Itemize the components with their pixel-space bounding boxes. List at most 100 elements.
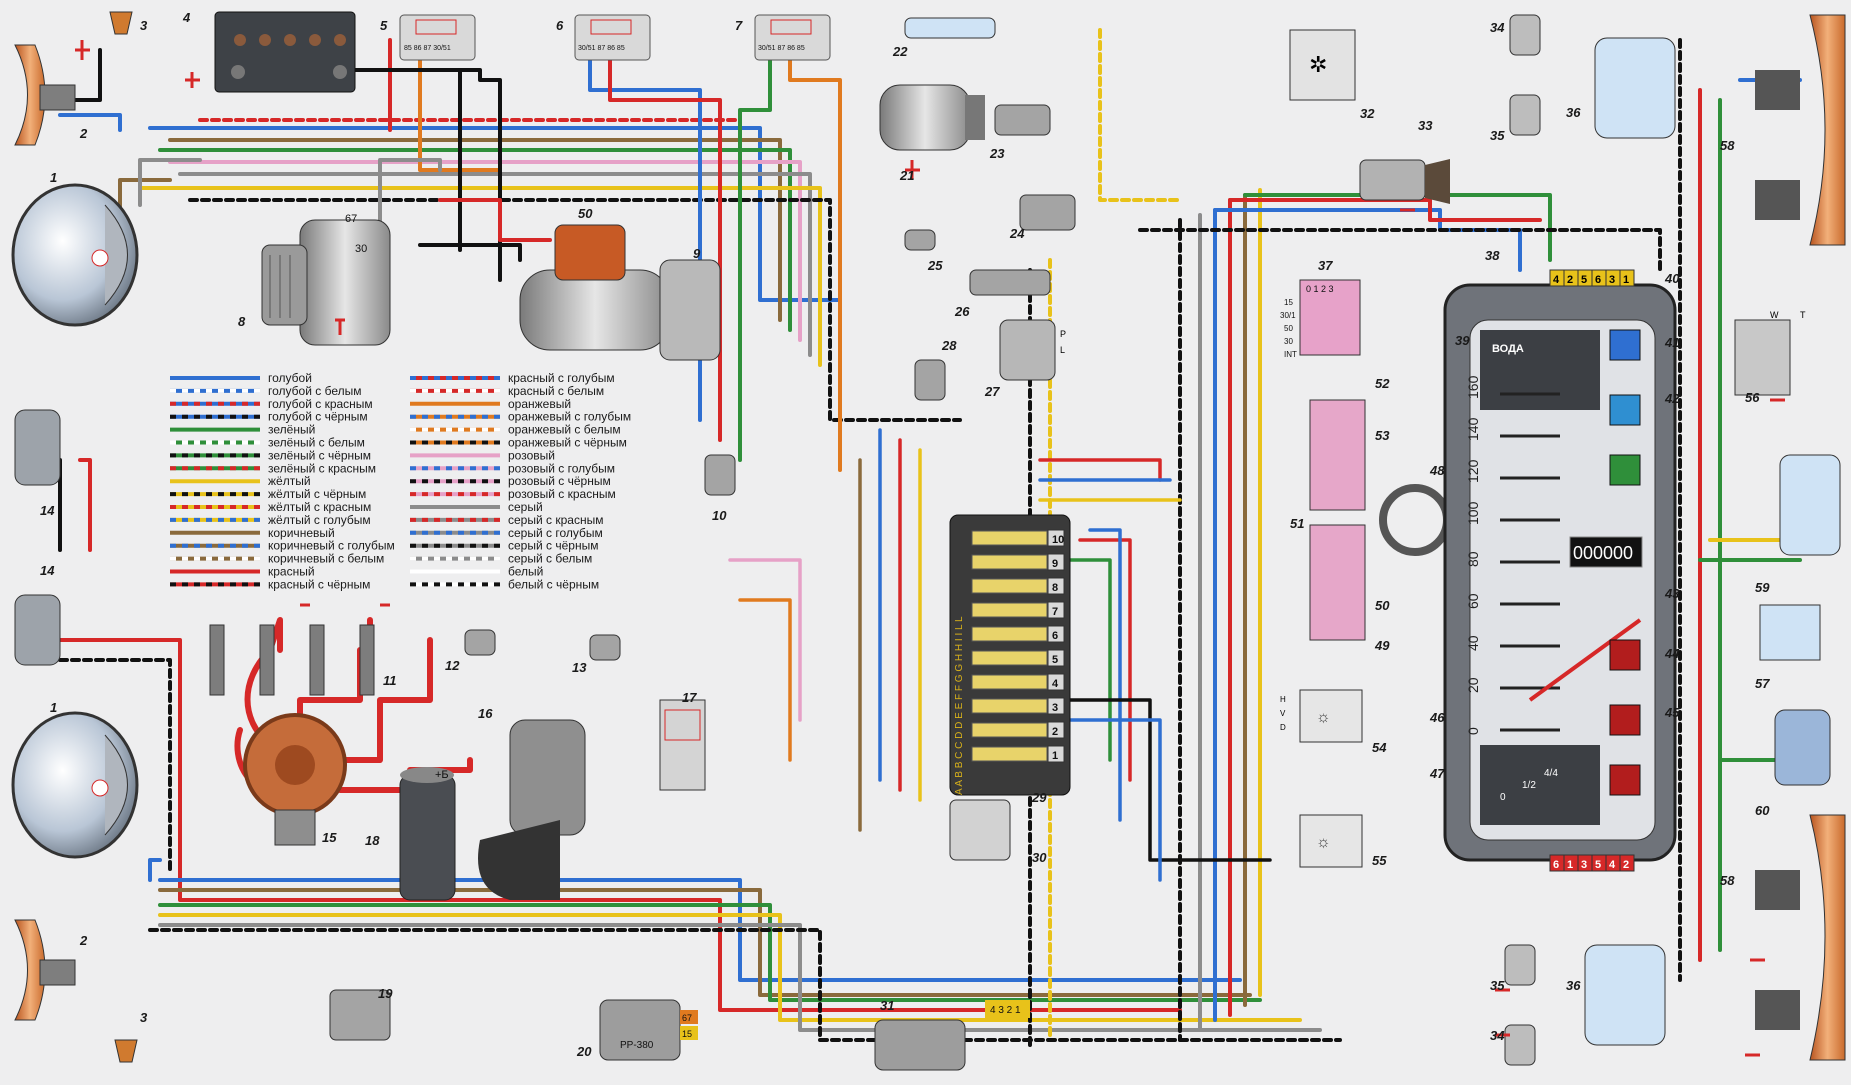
legend-item: розовый с чёрным bbox=[410, 474, 611, 488]
door-switches bbox=[1504, 14, 1541, 1066]
connector-pin-label: 1 bbox=[1567, 859, 1573, 871]
interior-lamp-lower bbox=[1584, 944, 1666, 1046]
svg-text:15: 15 bbox=[682, 1029, 692, 1039]
callout-25: 25 bbox=[927, 258, 943, 273]
svg-text:67: 67 bbox=[682, 1013, 692, 1023]
legend-item: серый с чёрным bbox=[410, 539, 598, 553]
speed-tick-label: 80 bbox=[1465, 551, 1481, 567]
callout-55: 55 bbox=[1372, 853, 1387, 868]
legend-item: коричневый с голубым bbox=[170, 539, 395, 553]
callout-43: 43 bbox=[1664, 586, 1680, 601]
svg-text:30: 30 bbox=[1284, 337, 1293, 346]
connector-pin-label: 3 bbox=[1581, 859, 1587, 871]
water-gauge-label: ВОДА bbox=[1492, 343, 1524, 355]
callout-11: 11 bbox=[383, 673, 397, 688]
callout-14-upper: 14 bbox=[40, 503, 55, 518]
legend-item: белый с чёрным bbox=[410, 577, 599, 591]
svg-text:L: L bbox=[1060, 345, 1065, 355]
legend-label: красный с чёрным bbox=[268, 577, 370, 591]
legend-label: оранжевый с чёрным bbox=[508, 436, 627, 450]
legend-item: голубой с красным bbox=[170, 397, 373, 411]
fuse-number: 6 bbox=[1052, 630, 1058, 642]
svg-text:H: H bbox=[1280, 695, 1286, 704]
headlight-left-upper bbox=[11, 183, 139, 327]
callout-9: 9 bbox=[693, 246, 701, 261]
legend-label: серый с чёрным bbox=[508, 539, 598, 553]
fuse-number-box bbox=[1047, 745, 1065, 763]
legend-item: белый bbox=[410, 565, 543, 579]
svg-text:INT: INT bbox=[1284, 350, 1297, 359]
callout-14-lower: 14 bbox=[40, 563, 55, 578]
fuse-box: A A B B C C D D E E F F G G H H I I L L … bbox=[949, 514, 1071, 796]
legend-label: жёлтый с чёрным bbox=[268, 487, 366, 501]
legend-label: жёлтый bbox=[268, 474, 311, 488]
fuse-number: 10 bbox=[1052, 534, 1064, 546]
stop-switch: W T bbox=[1734, 310, 1806, 396]
callout-47: 47 bbox=[1429, 766, 1445, 781]
callout-1-lower: 1 bbox=[50, 700, 57, 715]
callout-41: 41 bbox=[1664, 335, 1679, 350]
connector-pin bbox=[1619, 854, 1635, 872]
relay-5: 85 86 87 30/51 bbox=[399, 14, 476, 61]
legend-item: красный с чёрным bbox=[170, 577, 370, 591]
legend-label: жёлтый с голубым bbox=[268, 513, 371, 527]
fuse-number-box bbox=[1047, 649, 1065, 667]
light-icon: ☼ bbox=[1316, 709, 1331, 726]
callout-58-bottom: 58 bbox=[1720, 873, 1735, 888]
relay-5-terminals: 85 86 87 30/51 bbox=[404, 45, 451, 52]
speed-tick-label: 160 bbox=[1465, 375, 1481, 399]
legend-label: красный с голубым bbox=[508, 371, 615, 385]
callout-32: 32 bbox=[1360, 106, 1375, 121]
speed-tick-label: 100 bbox=[1465, 501, 1481, 525]
legend-label: коричневый с белым bbox=[268, 552, 384, 566]
speed-tick-label: 40 bbox=[1465, 635, 1481, 651]
connector-pin-label: 4 bbox=[1609, 859, 1616, 871]
legend-item: зелёный bbox=[170, 423, 315, 437]
svg-text:P: P bbox=[1060, 329, 1066, 339]
fuse-number-box bbox=[1047, 601, 1065, 619]
callout-52: 52 bbox=[1375, 376, 1390, 391]
ignition-switch: 0 1 2 3 15 30/1 50 30 INT bbox=[1280, 279, 1361, 359]
fuse-number: 2 bbox=[1052, 726, 1058, 738]
fuse bbox=[971, 578, 1048, 594]
callout-51: 51 bbox=[1290, 516, 1304, 531]
legend-item: оранжевый bbox=[410, 397, 571, 411]
callout-39: 39 bbox=[1455, 333, 1470, 348]
callout-23: 23 bbox=[989, 146, 1005, 161]
fuse bbox=[971, 722, 1048, 738]
callout-30: 30 bbox=[1032, 850, 1047, 865]
callout-27: 27 bbox=[984, 384, 1000, 399]
fan-icon: ✲ bbox=[1309, 52, 1327, 77]
fuse-number-box bbox=[1047, 553, 1065, 571]
callout-44: 44 bbox=[1664, 646, 1680, 661]
connector-pin-label: 5 bbox=[1595, 859, 1601, 871]
legend-item: розовый bbox=[410, 448, 555, 462]
sensor-3-upper bbox=[109, 11, 133, 35]
speed-tick-label: 120 bbox=[1465, 459, 1481, 483]
speed-tick-label: 20 bbox=[1465, 677, 1481, 693]
callout-3-lower: 3 bbox=[140, 1010, 148, 1025]
legend-label: зелёный с белым bbox=[268, 436, 365, 450]
side-lamp-left-lower bbox=[14, 919, 76, 1021]
callout-34-bottom: 34 bbox=[1490, 1028, 1505, 1043]
fuse-number: 9 bbox=[1052, 558, 1058, 570]
legend-item: зелёный с белым bbox=[170, 436, 365, 450]
callout-7: 7 bbox=[735, 18, 743, 33]
heater-motor bbox=[879, 84, 985, 151]
callout-4: 4 bbox=[182, 10, 191, 25]
wire-harness bbox=[58, 28, 1802, 1052]
fuse-box-letters: A A B B C C D D E E F F G G H H I I L L bbox=[954, 616, 965, 795]
side-lamp-left-upper bbox=[14, 44, 76, 146]
fuse bbox=[971, 554, 1048, 570]
callout-46: 46 bbox=[1429, 710, 1445, 725]
legend-item: зелёный с красным bbox=[170, 461, 376, 475]
callout-37: 37 bbox=[1318, 258, 1333, 273]
callout-31: 31 bbox=[880, 998, 894, 1013]
wiper-motor bbox=[478, 719, 586, 900]
callout-3-top: 3 bbox=[140, 18, 148, 33]
callout-33: 33 bbox=[1418, 118, 1433, 133]
callout-15: 15 bbox=[322, 830, 337, 845]
legend-item: голубой bbox=[170, 371, 312, 385]
